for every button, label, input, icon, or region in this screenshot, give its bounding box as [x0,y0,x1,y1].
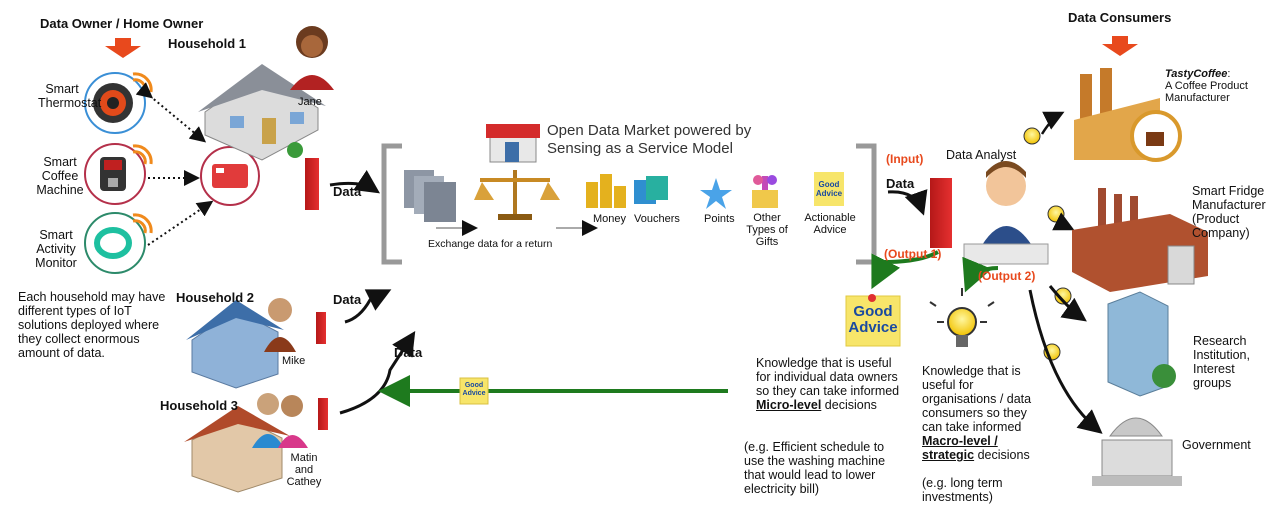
research-label: Research Institution, Interest groups [1193,334,1250,390]
tasty-coffee-label: TastyCoffee: A Coffee Product Manufactur… [1165,68,1248,104]
good-advice-text: Good Advice [848,303,898,336]
data-label-2: Data [333,292,362,307]
coffee-machine-label: Smart Coffee Machine [36,155,84,197]
fridge-label: Smart Fridge Manufacturer (Product Compa… [1192,184,1266,240]
advice-note-small-icon [814,172,844,206]
firewall-2-icon [316,312,326,344]
bulb-fridge-icon [1047,205,1075,231]
output-1-label: (Output 1) [884,247,942,261]
matin-cathey-avatar [252,393,308,448]
firewall-1-icon [305,158,319,210]
activity-monitor-icon [84,212,153,274]
thermostat-icon [84,72,153,134]
macro-example: (e.g. long term investments) [922,476,1003,504]
house-3-icon [184,406,290,493]
household-2-label: Household 2 [176,290,255,305]
advice-note-text: Good Advice [815,180,843,198]
good-advice-travel-text: Good Advice [462,382,486,397]
macro-tail: decisions [977,448,1030,462]
mike-label: Mike [282,355,306,367]
thermostat-label: Smart Thermostat [38,82,102,110]
data-label-3: Data [394,345,423,360]
jane-avatar [290,26,334,90]
jane-label: Jane [298,96,322,108]
house-1-icon [198,64,326,161]
iot-hub-icon [200,146,260,206]
output-2-label: (Output 2) [978,269,1036,283]
bulb-tasty-icon [1023,111,1065,145]
micro-example: (e.g. Efficient schedule to use the wash… [744,440,886,496]
research-building-icon [1107,291,1176,397]
data-owner-heading: Data Owner / Home Owner [40,16,204,31]
micro-tail: decisions [824,398,877,412]
matin-cathey-label: Matin and Cathey [286,452,322,488]
scale-icon [474,170,560,220]
vouchers-icon [634,176,668,204]
data-consumers-heading: Data Consumers [1068,10,1172,25]
data-files-icon [404,170,456,222]
good-advice-note-icon [845,294,901,347]
money-label: Money [593,213,627,225]
macro-strong-2: strategic [922,448,975,462]
points-label: Points [704,213,735,225]
bulb-macro-icon [929,288,995,347]
data-analyst-icon [963,161,1049,265]
data-analyst-label: Data Analyst [946,148,1017,162]
owner-down-arrow [105,38,141,58]
input-label: (Input) [886,152,924,166]
firewall-3-icon [318,398,328,430]
coffee-factory-icon [1074,68,1182,162]
points-icon [700,178,732,209]
household-note: Each household may have different types … [18,290,166,360]
market-title: Open Data Market powered by Sensing as a… [547,122,752,157]
coffee-machine-icon [84,143,153,205]
government-building-icon [1092,417,1182,486]
micro-strong: Micro-level [756,398,822,412]
tasty-name: TastyCoffee [1165,68,1228,80]
data-label-analyst: Data [886,176,915,191]
gifts-label: Other Types of Gifts [746,212,788,248]
macro-text: Knowledge that is useful for organisatio… [922,364,1032,434]
tasty-desc: A Coffee Product Manufacturer [1165,80,1248,104]
data-label-1: Data [333,184,362,199]
government-label: Government [1182,438,1251,452]
advice-label: Actionable Advice [804,212,856,236]
fridge-factory-icon [1072,188,1208,292]
mike-avatar [264,298,296,352]
micro-knowledge-text: Knowledge that is useful for individual … [756,356,906,412]
macro-strong-1: Macro-level / [922,434,998,448]
money-icon [586,174,626,208]
activity-monitor-label: Smart Activity Monitor [35,228,77,270]
exchange-label: Exchange data for a return [428,238,553,250]
good-advice-travel-icon [459,377,489,405]
firewall-analyst-icon [930,178,952,248]
vouchers-label: Vouchers [634,213,680,225]
household-3-label: Household 3 [160,398,239,413]
household-1-label: Household 1 [168,36,247,51]
macro-knowledge-text: Knowledge that is useful for organisatio… [922,364,1050,462]
consumers-down-arrow [1102,36,1138,56]
shop-icon [486,124,540,163]
gifts-icon [752,175,778,208]
house-2-icon [186,300,284,389]
micro-text: Knowledge that is useful for individual … [756,356,900,398]
